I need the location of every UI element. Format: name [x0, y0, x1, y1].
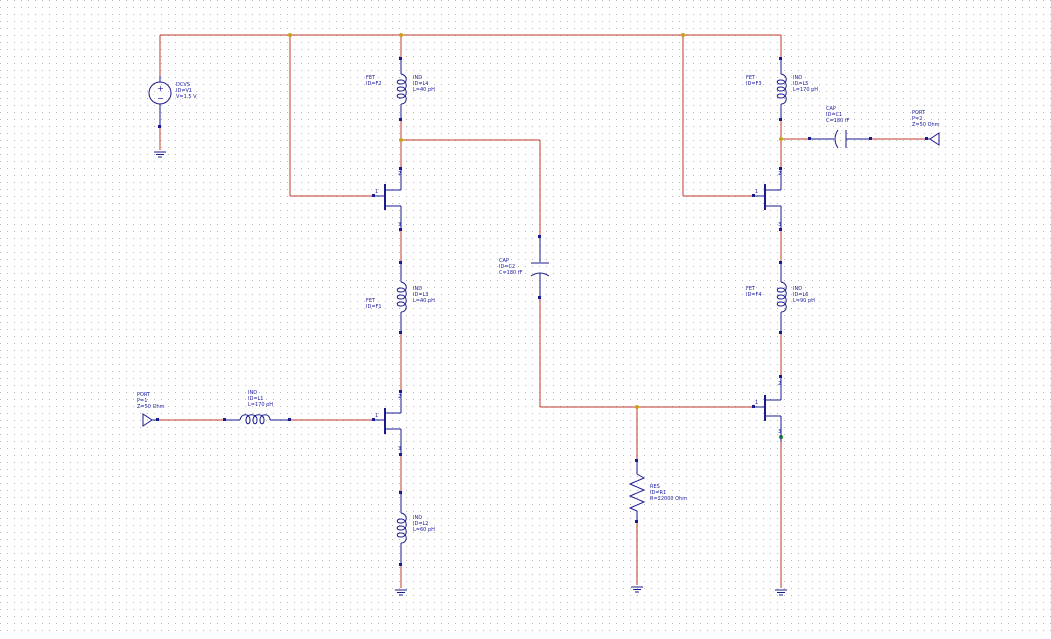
fet-f2[interactable]: 1 2 3 [372, 167, 402, 231]
fet-f3-label: FET ID=F3 [746, 75, 762, 87]
res-r1-label-1: ID=R1 [650, 490, 666, 496]
port1-label-0: PORT [137, 392, 151, 398]
ind-l4-label-1: ID=L4 [413, 81, 428, 87]
ind-l6-label-2: L=90 pH [793, 298, 815, 304]
fet-f1-label-1: ID=F1 [366, 304, 382, 310]
svg-text:+: + [157, 84, 164, 93]
ind-l5-label-2: L=170 pH [793, 87, 818, 93]
f1-pin3: 3 [398, 446, 401, 452]
ind-l1-label-0: IND [248, 390, 257, 396]
inductor-l1[interactable]: IND ID=L1 L=170 pH [223, 390, 291, 425]
dcvs-label-0: DCVS [176, 82, 190, 88]
dcvs-label-1: ID=V1 [176, 88, 192, 94]
port2-label-1: P=2 [912, 116, 922, 122]
cap-c1-label-0: CAP [826, 106, 836, 112]
f3-pin2: 2 [778, 171, 781, 177]
f3-pin1: 1 [755, 189, 758, 195]
port-p2[interactable]: PORT P=2 Z=50 Ohm [912, 110, 940, 146]
f4-pin1: 1 [755, 400, 758, 406]
ind-l4-label-2: L=40 pH [413, 87, 435, 93]
ind-l5-label-1: ID=L5 [793, 81, 808, 87]
ind-l2-label-1: ID=L2 [413, 521, 428, 527]
wires [158, 34, 927, 588]
fet-f1[interactable]: 1 2 3 [372, 390, 402, 456]
resistor-r1[interactable]: RES ID=R1 R=22000 Ohm [628, 459, 687, 523]
port2-label-0: PORT [912, 110, 926, 116]
port1-label-1: P=1 [137, 398, 147, 404]
fet-f3-label-0: FET [746, 75, 756, 81]
inductor-l2[interactable]: IND ID=L2 L=60 pH [396, 491, 435, 566]
fet-f2-label-1: ID=F2 [366, 81, 382, 87]
fet-f2-label: FET ID=F2 [366, 75, 382, 87]
fet-f4-label: FET ID=F4 [746, 286, 762, 298]
ind-l3-label-0: IND [413, 286, 422, 292]
fet-f2-label-0: FET [366, 75, 376, 81]
ind-l1-label-2: L=170 pH [248, 402, 273, 408]
ind-l6-label-1: ID=L6 [793, 292, 808, 298]
cap-c2-label-2: C=180 fF [499, 270, 523, 276]
fet-f4[interactable]: 1 2 3 [752, 375, 782, 442]
res-r1-label-0: RES [650, 484, 660, 490]
ind-l3-label-1: ID=L3 [413, 292, 428, 298]
cap-c1-label-2: C=180 fF [826, 118, 850, 124]
ind-l6-label-0: IND [793, 286, 802, 292]
f3-pin3: 3 [778, 222, 781, 228]
ind-l3-label-2: L=40 pH [413, 298, 435, 304]
ind-l2-label-0: IND [413, 515, 422, 521]
dcvs-source[interactable]: + − DCVS ID=V1 V=1.5 V [148, 76, 197, 158]
fet-f1-label-0: FET [366, 298, 376, 304]
fet-f4-label-1: ID=F4 [746, 292, 762, 298]
fet-f4-label-0: FET [746, 286, 756, 292]
f1-pin1: 1 [375, 413, 378, 419]
res-r1-label-2: R=22000 Ohm [650, 496, 687, 502]
port-p1[interactable]: PORT P=1 Z=50 Ohm [137, 392, 165, 427]
dcvs-label-2: V=1.5 V [176, 94, 197, 100]
fet-f1-label: FET ID=F1 [366, 298, 382, 310]
port1-label-2: Z=50 Ohm [137, 404, 165, 410]
cap-c2-label-1: ID=C2 [499, 264, 515, 270]
port2-label-2: Z=50 Ohm [912, 122, 940, 128]
fet-f3-label-1: ID=F3 [746, 81, 762, 87]
inductor-l4[interactable]: IND ID=L4 L=40 pH [396, 57, 435, 121]
capacitor-c2[interactable]: CAP ID=C2 C=180 fF [499, 235, 550, 299]
svg-text:−: − [157, 94, 164, 103]
ind-l2-label-2: L=60 pH [413, 527, 435, 533]
inductor-l3[interactable]: IND ID=L3 L=40 pH [396, 261, 435, 334]
f1-pin2: 2 [398, 394, 401, 400]
f4-pin2: 2 [778, 381, 781, 387]
inductor-l5[interactable]: IND ID=L5 L=170 pH [776, 57, 818, 121]
f2-pin3: 3 [398, 222, 401, 228]
f2-pin2: 2 [398, 171, 401, 177]
ind-l1-label-1: ID=L1 [248, 396, 263, 402]
fet-f3[interactable]: 1 2 3 [752, 167, 782, 231]
f2-pin1: 1 [375, 189, 378, 195]
cap-c2-label-0: CAP [499, 258, 509, 264]
ind-l5-label-0: IND [793, 75, 802, 81]
ind-l4-label-0: IND [413, 75, 422, 81]
f4-pin3: 3 [778, 429, 781, 435]
cap-c1-label-1: ID=C1 [826, 112, 842, 118]
capacitor-c1[interactable]: CAP ID=C1 C=180 fF [808, 106, 872, 149]
inductor-l6[interactable]: IND ID=L6 L=90 pH [776, 261, 815, 334]
